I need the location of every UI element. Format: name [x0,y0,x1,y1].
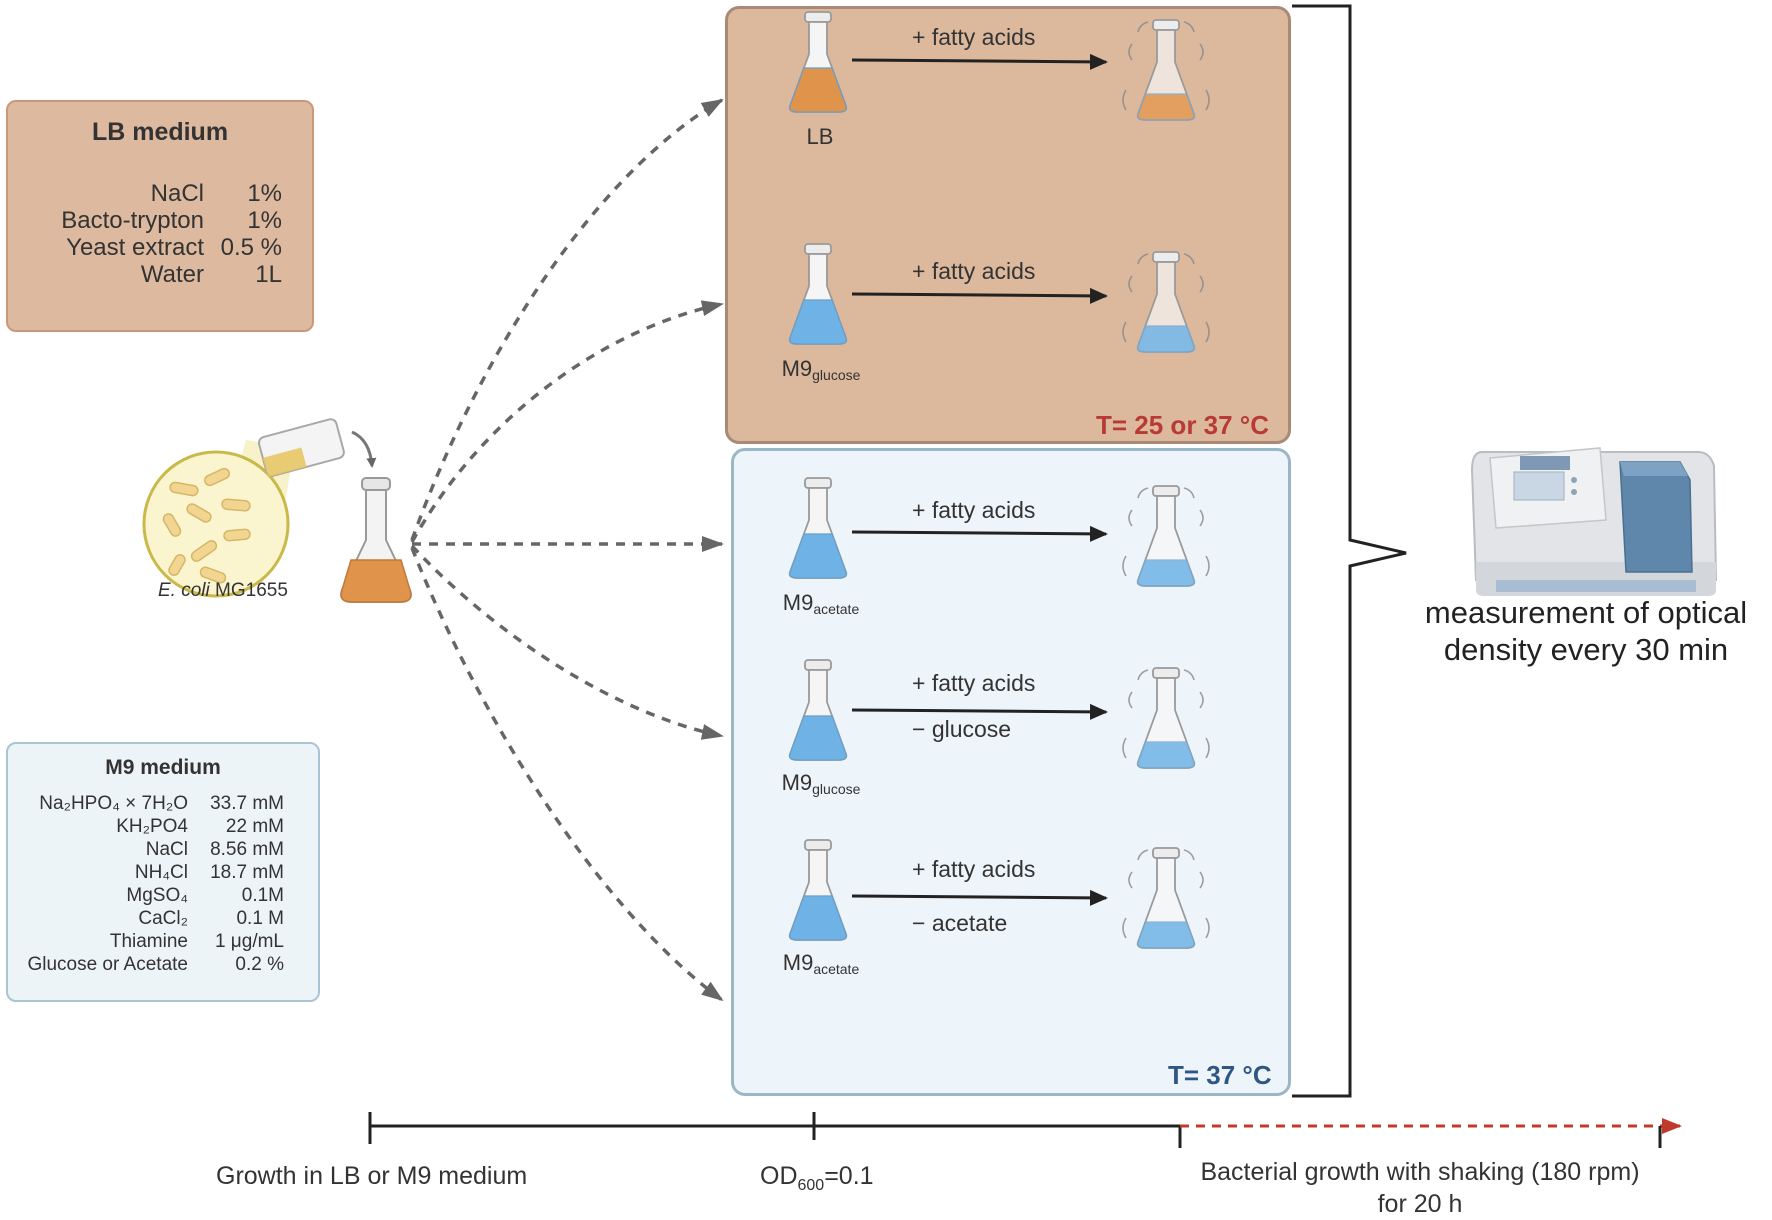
cool-row-2-medium-label: M9glucose [781,770,861,797]
m9-row-value: 33.7 mM [210,793,284,814]
cool-row-2-shaking-flask [1122,667,1210,769]
shaking-motion-icon [1122,253,1210,343]
source-flask-illustration [340,477,412,603]
warm-temperature-label: T= 25 or 37 °C [1096,410,1269,440]
cool-row-2-reaction-arrow [851,703,1108,720]
m9-row-name: Glucose or Acetate [27,954,188,975]
m9-row-name: NaCl [145,839,188,860]
lb-row-value: 1% [247,180,282,207]
m9-row-value: 0.1 M [236,908,284,929]
cool-row-2-add-label: + fatty acids [912,670,1036,696]
distribution-arrows [410,98,724,1002]
cool-row-1-medium-label: M9acetate [782,590,860,617]
lb-row-name: NaCl [150,180,204,207]
m9-row-value: 8.56 mM [210,839,284,860]
m9-row-value: 0.2 % [235,954,284,975]
m9-row-name: KH₂PO4 [116,816,188,837]
m9-row-name: NH₄Cl [134,862,188,883]
m9-row-value: 22 mM [225,816,284,837]
cool-row-3-medium-label: M9acetate [782,950,860,977]
strain-name: MG1655 [215,580,288,601]
timeline-stage-3-line-2: for 20 h [1377,1190,1463,1218]
grouping-bracket [1292,4,1407,1098]
timeline-stage-3-label: Bacterial growth with shaking (180 rpm) … [1140,1156,1700,1220]
timeline-od-label: OD600=0.1 [760,1162,874,1194]
timeline-stage-1-label: Growth in LB or M9 medium [216,1162,528,1190]
cool-temperature-label: T= 37 °C [1168,1060,1272,1090]
m9-row-name: CaCl₂ [138,908,188,929]
lb-medium-title: LB medium [91,118,229,146]
timeline-stage-3-line-1: Bacterial growth with shaking (180 rpm) [1200,1158,1640,1186]
measurement-line-1: measurement of optical [1424,595,1748,630]
lb-row-value: 1L [255,261,282,288]
warm-row-1-reaction-arrow [851,53,1108,70]
m9-medium-box: M9 medium Na₂HPO₄ × 7H₂O 33.7 mM KH₂PO4 … [6,742,320,1002]
warm-row-2-shaking-flask [1122,251,1210,353]
lb-row-name: Yeast extract [66,234,204,261]
warm-row-2-start-flask [788,243,848,345]
shaking-motion-icon [1122,487,1210,577]
warm-row-2-reaction-arrow [851,287,1108,304]
warm-row-1-medium-label: LB [806,124,834,149]
timeline [368,1112,1682,1148]
cool-row-3-reaction-arrow [851,889,1108,906]
measurement-caption: measurement of optical density every 30 … [1400,594,1772,668]
cool-row-3-add-label: + fatty acids [912,856,1036,882]
organism-name: E. coli [158,580,210,601]
cool-row-1-shaking-flask [1122,485,1210,587]
m9-row-value: 1 μg/mL [214,931,284,952]
lb-row-name: Water [140,261,204,288]
m9-row-value: 18.7 mM [210,862,284,883]
m9-medium-title: M9 medium [105,756,221,779]
cool-row-3-minus-label: − acetate [912,910,1008,936]
lb-row-value: 1% [247,207,282,234]
warm-row-1-shaking-flask [1122,19,1210,121]
shaking-motion-icon [1122,849,1210,939]
ecoli-culture-illustration [142,440,294,598]
condition-rows [788,11,1210,949]
cool-row-3-shaking-flask [1122,847,1210,949]
cool-row-1-add-label: + fatty acids [912,497,1036,523]
lb-medium-box: LB medium NaCl 1% Bacto-trypton 1% Yeast… [6,100,314,332]
cool-row-1-reaction-arrow [851,525,1108,542]
m9-row-value: 0.1M [241,885,284,906]
m9-row-name: MgSO₄ [126,885,188,906]
m9-row-name: Na₂HPO₄ × 7H₂O [39,793,188,814]
lb-row-value: 0.5 % [220,234,282,261]
warm-row-2-add-label: + fatty acids [912,258,1036,284]
warm-row-1-add-label: + fatty acids [912,24,1036,50]
measurement-line-2: density every 30 min [1443,632,1729,667]
cool-row-3-start-flask [788,839,848,941]
warm-row-1-start-flask [788,11,848,113]
m9-row-name: Thiamine [109,931,188,952]
spectrophotometer-icon [1470,447,1718,596]
shaking-motion-icon [1122,669,1210,759]
cool-row-2-minus-label: − glucose [912,716,1012,742]
pouring-beaker-illustration [257,418,377,478]
cool-row-1-start-flask [788,477,848,579]
warm-row-2-medium-label: M9glucose [781,356,861,383]
cool-row-2-start-flask [788,659,848,761]
shaking-motion-icon [1122,21,1210,111]
source-strain-label: E. coli MG1655 [158,580,288,602]
lb-row-name: Bacto-trypton [61,207,204,234]
